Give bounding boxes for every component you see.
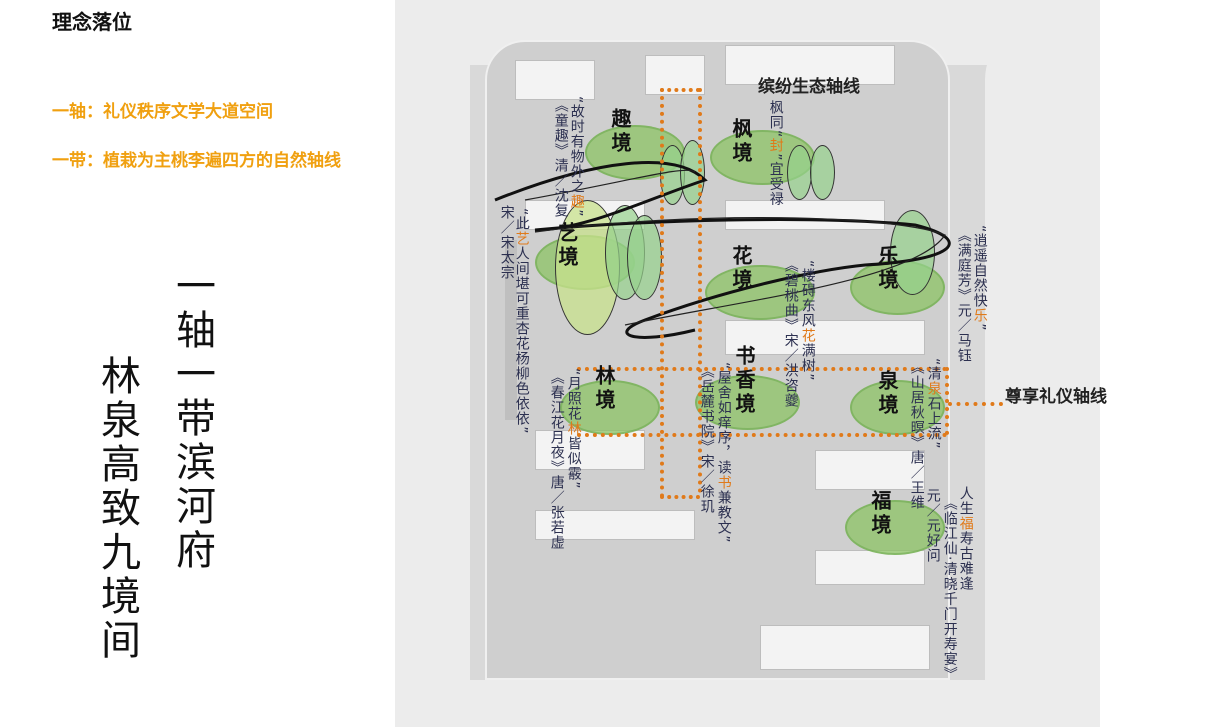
poem-qu: “故时有物外之趣” (568, 96, 585, 218)
zone-shuxiang: 书香境 (732, 345, 756, 417)
vertical-title-1: 一轴一带滨河府 (169, 265, 215, 573)
poem-quan: “清泉石上流” (925, 358, 942, 450)
road-east (985, 20, 1100, 727)
zone-fu: 福境 (868, 490, 892, 538)
poem-shuxiang: “屋舍如痒序，读书兼教文” (715, 362, 732, 544)
site-plan (395, 0, 1100, 727)
flow-ribbon (494, 161, 951, 339)
poem-source-qu: 《童趣》清／沈复 (552, 98, 569, 218)
road-west (395, 60, 470, 727)
concept-axis: 一轴：礼仪秩序文学大道空间 (52, 102, 273, 122)
ecology-axis-label: 缤纷生态轴线 (758, 77, 860, 97)
poem-author-fu: 元／元好问 (924, 488, 941, 563)
zone-lin: 林境 (592, 365, 616, 413)
zone-quan: 泉境 (875, 370, 899, 418)
zone-hua: 花境 (729, 245, 753, 293)
poem-source-quan: 《山居秋暝》唐／王维 (908, 360, 925, 510)
poem-source-lin: 《春江花月夜》唐／张若虚 (548, 370, 565, 550)
road-south (395, 680, 1100, 727)
poem-source-hua: 《碧桃曲》宋／洪咨夔 (782, 258, 799, 408)
zone-le: 乐境 (875, 245, 899, 293)
concept-belt: 一带：植栽为主桃李遍四方的自然轴线 (52, 151, 341, 171)
page-title: 理念落位 (52, 10, 132, 34)
poem-source-shuxiang: 《岳麓书院》宋／徐玑 (698, 364, 715, 514)
zone-feng: 枫境 (729, 118, 753, 166)
poem-yi: “此艺人间堪可重杏花杨柳色依依” (513, 208, 530, 435)
poem-feng: 枫同“封”宜受禄 (767, 100, 784, 207)
poem-lin: “月照花林皆似霰” (565, 368, 582, 490)
poem-source-le: 《满庭芳》元／马钰 (955, 228, 972, 363)
zone-qu: 趣境 (608, 108, 632, 156)
zone-yi: 艺境 (555, 222, 579, 270)
poem-hua: “楼碍东风花满树” (799, 260, 816, 382)
poem-source-yi: 宋／宋太宗 (498, 205, 515, 280)
ceremony-axis-label: 尊享礼仪轴线 (1005, 387, 1107, 407)
poem-le: “逍遥自然快乐” (971, 225, 988, 332)
poem-fu: 人生福寿古难逢 (957, 486, 974, 591)
vertical-title-2: 林泉高致九境间 (94, 355, 140, 663)
poem-source-fu: 《临江仙·清晓千门开寿宴》 (941, 496, 958, 682)
